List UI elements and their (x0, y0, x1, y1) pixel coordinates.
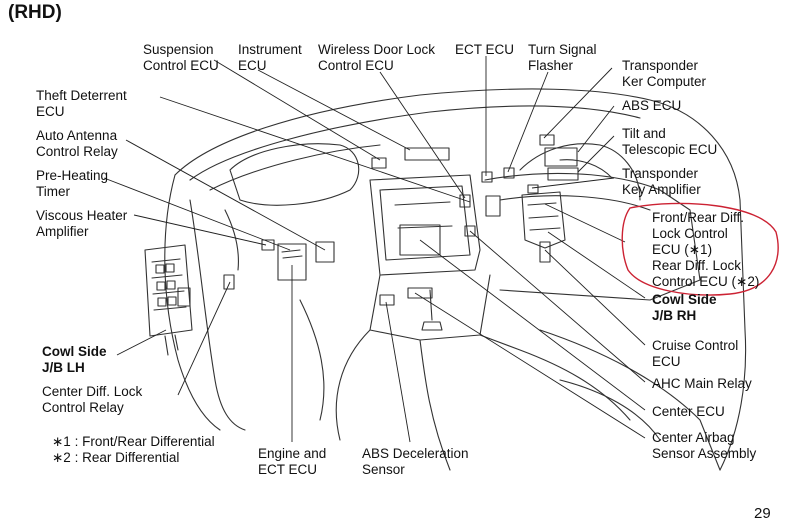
label-cruise-control-ecu: Cruise Control ECU (652, 338, 739, 369)
page-title: (RHD) (8, 2, 62, 23)
label-ect-ecu: ECT ECU (455, 42, 515, 57)
label-tilt-telescopic-ecu: Tilt and Telescopic ECU (622, 126, 718, 157)
label-cowl-side-jb-rh: Cowl Side J/B RH (652, 292, 717, 323)
label-instrument-ecu: Instrument ECU (238, 42, 302, 73)
label-abs-ecu: ABS ECU (622, 98, 682, 113)
label-engine-ect-ecu: Engine and ECT ECU (258, 446, 327, 477)
footnote-1: ∗1 : Front/Rear Differential (52, 434, 215, 449)
label-theft-deterrent-ecu: Theft Deterrent ECU (36, 88, 127, 119)
label-wireless-door-lock-ecu: Wireless Door Lock Control ECU (318, 42, 436, 73)
label-center-airbag-sensor: Center Airbag Sensor Assembly (652, 430, 757, 461)
page-number: 29 (754, 505, 771, 522)
label-transponder-key-amplifier: Transponder Key Amplifier (622, 166, 701, 197)
label-center-ecu: Center ECU (652, 404, 725, 419)
label-diff-lock-control-ecu: Front/Rear Diff. Lock Control ECU (∗1) R… (652, 210, 760, 289)
label-abs-deceleration-sensor: ABS Deceleration Sensor (362, 446, 469, 477)
label-cowl-side-jb-lh: Cowl Side J/B LH (42, 344, 107, 375)
label-center-diff-lock-relay: Center Diff. Lock Control Relay (42, 384, 143, 415)
footnote-2: ∗2 : Rear Differential (52, 450, 180, 465)
label-suspension-control-ecu: Suspension Control ECU (143, 42, 219, 73)
highlight-circle (621, 202, 779, 296)
label-transponder-computer: Transponder Ker Computer (622, 58, 707, 89)
label-turn-signal-flasher: Turn Signal Flasher (528, 42, 597, 73)
label-pre-heating-timer: Pre-Heating Timer (36, 168, 109, 199)
label-auto-antenna-relay: Auto Antenna Control Relay (36, 128, 118, 159)
label-viscous-heater-amplifier: Viscous Heater Amplifier (36, 208, 128, 239)
label-ahc-main-relay: AHC Main Relay (652, 376, 752, 391)
